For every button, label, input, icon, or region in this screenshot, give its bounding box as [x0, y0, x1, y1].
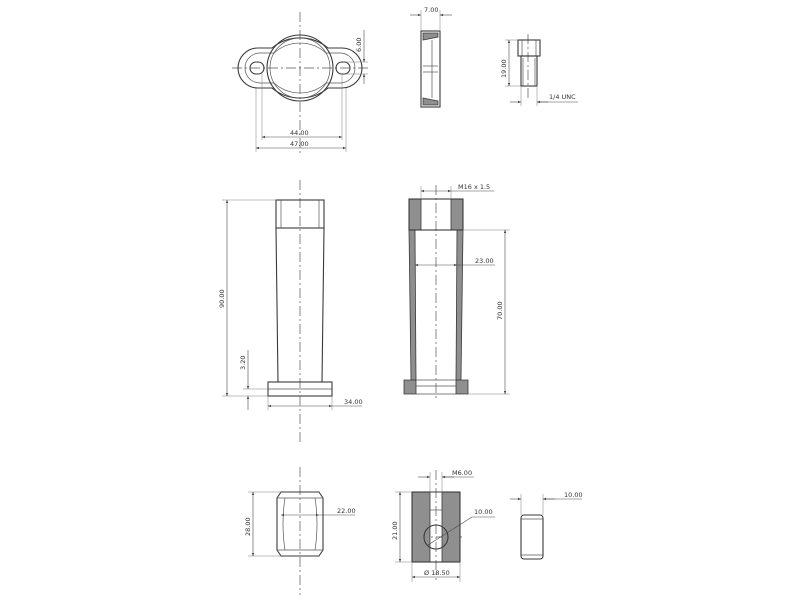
sleeve-outline	[276, 491, 324, 557]
bolt-thread-label: 1/4 UNC	[549, 93, 576, 101]
tube-wall-left	[408, 229, 417, 381]
flange-outer-width-label: 47.00	[290, 140, 309, 148]
bolt-head	[517, 39, 541, 57]
tube-base-width-label: 34.00	[344, 398, 363, 406]
tube-length-label: 70.00	[496, 301, 504, 320]
block-height-label: 21.00	[391, 521, 399, 540]
sleeve-diameter-label: 22.00	[337, 507, 356, 515]
sleeve-height-label: 28.00	[244, 517, 252, 536]
tube-thread-wall-left	[408, 198, 422, 231]
tube-inner-diameter-label: 23.00	[475, 257, 494, 265]
flange-bore	[266, 34, 334, 102]
tube-outer-view: 90.00 3.20 34.00	[218, 180, 363, 445]
tube-wall-right	[455, 229, 464, 381]
bolt-view: 19.00 1/4 UNC	[500, 34, 578, 106]
sleeve-view: 28.00 22.00	[244, 467, 356, 595]
bolt-shank	[520, 55, 538, 87]
flange-thickness-label: 6.00	[355, 38, 363, 52]
bolt-length-label: 19.00	[500, 59, 508, 78]
block-wall-left	[411, 491, 431, 563]
ring-width-label: 7.00	[424, 6, 438, 14]
ring-outline	[420, 30, 441, 108]
pin-diameter-label: 10.00	[564, 491, 583, 499]
tube-base-label: 3.20	[239, 356, 247, 370]
tube-base-right	[455, 379, 469, 395]
block-width-label: Ø 18.50	[424, 569, 450, 577]
pin-view: 10.00	[510, 491, 583, 560]
flange-inner-width-label: 44.00	[290, 129, 309, 137]
block-wall-right	[441, 491, 461, 563]
flange-slot-right	[335, 61, 351, 75]
tube-height-label: 90.00	[218, 289, 226, 308]
tube-body	[275, 227, 325, 383]
ring-view: 7.00	[410, 6, 452, 108]
tube-base-left	[403, 379, 417, 395]
tube-section-view: M16 x 1.5 23.00 70.00	[403, 183, 510, 400]
flange-view: 44.00 47.00 6.00	[232, 12, 368, 155]
block-view: 10.00 M6.00 21.00 Ø 18.50	[391, 469, 495, 582]
flange-slot-left	[249, 61, 265, 75]
block-hole-label: 10.00	[474, 508, 493, 516]
tube-top-section	[275, 199, 325, 229]
tube-thread-wall-right	[450, 198, 464, 231]
block-hole	[423, 524, 449, 550]
pin-outline	[520, 514, 544, 560]
tube-thread-label: M16 x 1.5	[458, 183, 490, 191]
block-thread-label: M6.00	[452, 469, 472, 477]
